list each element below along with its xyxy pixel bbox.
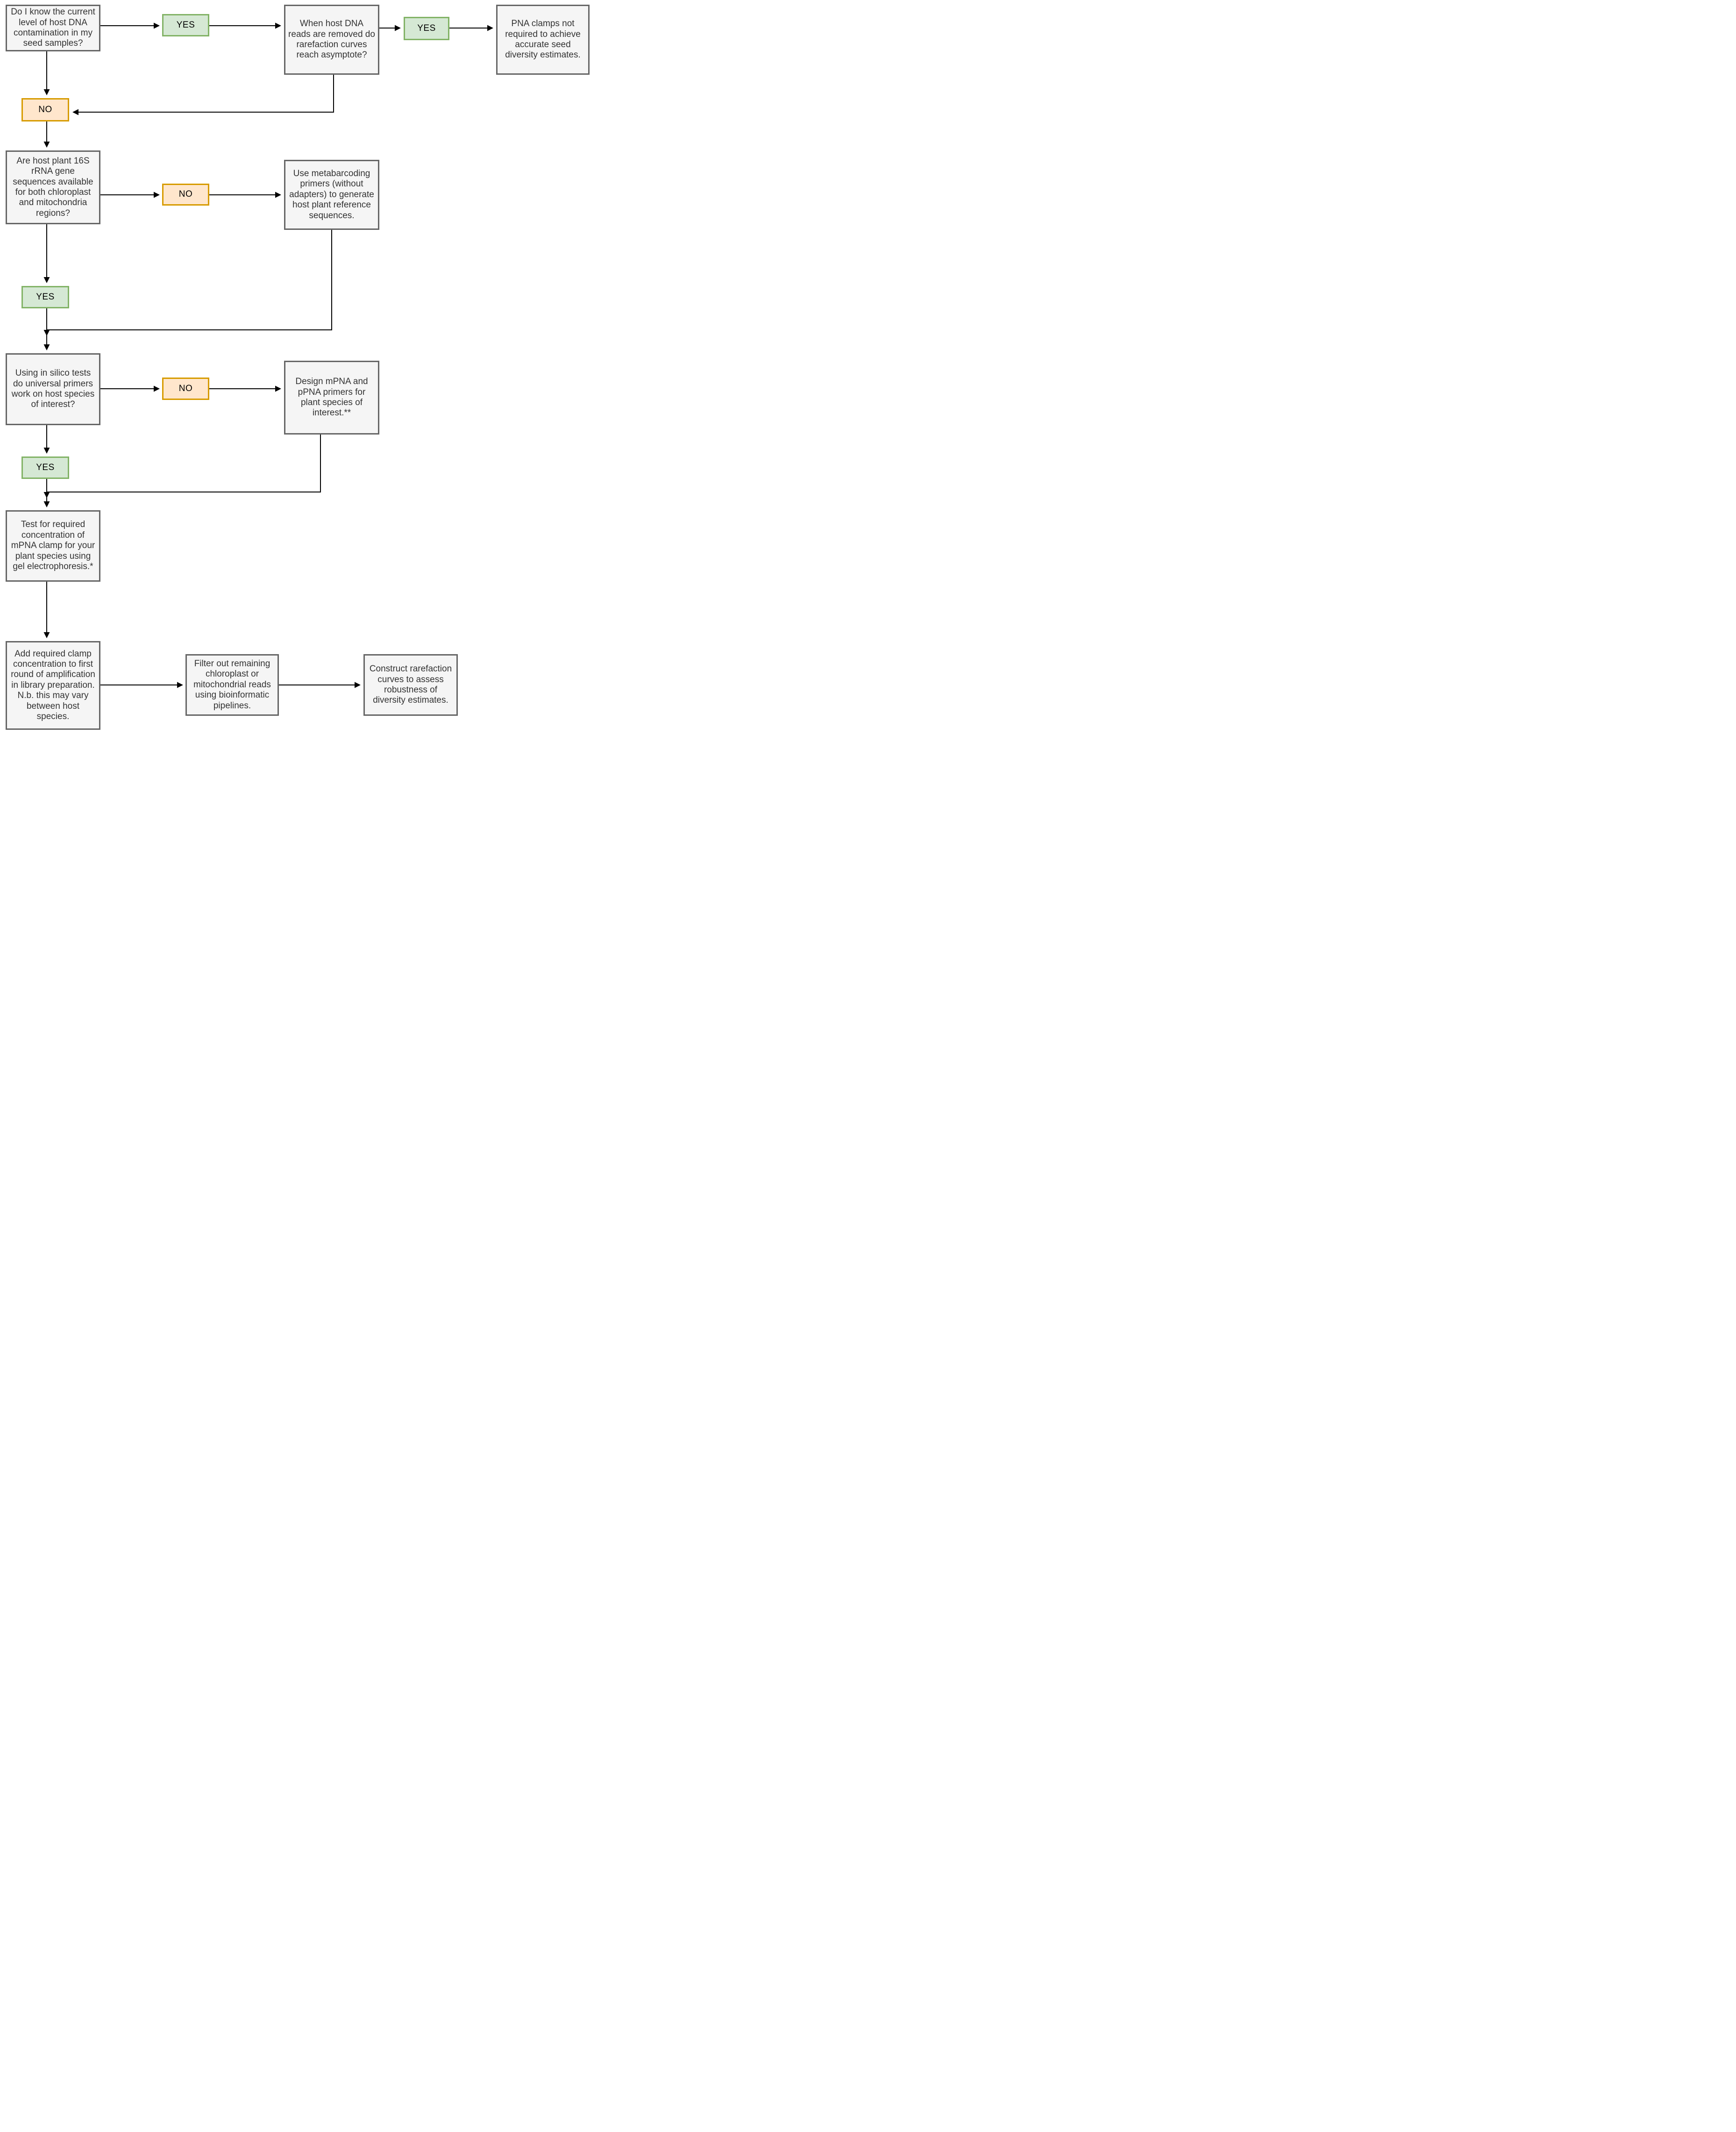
yes-chip-3: YES bbox=[21, 286, 69, 308]
node-step-metabarcoding-primers-label: Use metabarcoding primers (without adapt… bbox=[289, 168, 374, 221]
yes-chip-2: YES bbox=[404, 17, 449, 40]
node-step-add-clamp-concentration-label: Add required clamp concentration to firs… bbox=[11, 649, 95, 722]
node-step-filter-reads: Filter out remaining chloroplast or mito… bbox=[185, 654, 279, 716]
node-step-add-clamp-concentration: Add required clamp concentration to firs… bbox=[6, 641, 100, 730]
yes-chip-4: YES bbox=[21, 456, 69, 479]
yes-chip-4-label: YES bbox=[36, 462, 55, 472]
yes-chip-3-label: YES bbox=[36, 292, 55, 302]
node-step-test-clamp-concentration-label: Test for required concentration of mPNA … bbox=[11, 520, 95, 572]
node-question-16s-sequences-available: Are host plant 16S rRNA gene sequences a… bbox=[6, 150, 100, 224]
node-step-filter-reads-label: Filter out remaining chloroplast or mito… bbox=[193, 658, 271, 711]
node-outcome-pna-not-required-label: PNA clamps not required to achieve accur… bbox=[505, 19, 581, 60]
edge-metabarcoding-to-junction bbox=[43, 230, 332, 336]
node-step-design-pna-primers: Design mPNA and pPNA primers for plant s… bbox=[284, 361, 379, 435]
no-chip-2-label: NO bbox=[178, 189, 193, 200]
no-chip-1: NO bbox=[21, 98, 69, 121]
node-question-in-silico-primers: Using in silico tests do universal prime… bbox=[6, 353, 100, 425]
node-step-test-clamp-concentration: Test for required concentration of mPNA … bbox=[6, 510, 100, 582]
node-question-contamination-level: Do I know the current level of host DNA … bbox=[6, 5, 100, 51]
no-chip-3: NO bbox=[162, 378, 209, 400]
yes-chip-1-label: YES bbox=[176, 20, 195, 30]
node-question-16s-sequences-available-label: Are host plant 16S rRNA gene sequences a… bbox=[13, 156, 93, 218]
node-step-construct-rarefaction-curves: Construct rarefaction curves to assess r… bbox=[363, 654, 458, 716]
edge-design-pna-to-junction bbox=[43, 435, 321, 498]
node-step-design-pna-primers-label: Design mPNA and pPNA primers for plant s… bbox=[295, 377, 368, 418]
flowchart-canvas: Do I know the current level of host DNA … bbox=[0, 0, 598, 734]
node-outcome-pna-not-required: PNA clamps not required to achieve accur… bbox=[496, 5, 590, 75]
node-question-contamination-level-label: Do I know the current level of host DNA … bbox=[11, 7, 95, 49]
node-question-in-silico-primers-label: Using in silico tests do universal prime… bbox=[11, 368, 95, 410]
no-chip-3-label: NO bbox=[178, 383, 193, 393]
no-chip-2: NO bbox=[162, 184, 209, 206]
edge-rarefaction-to-no1 bbox=[72, 75, 334, 115]
yes-chip-1: YES bbox=[162, 14, 209, 36]
no-chip-1-label: NO bbox=[38, 104, 52, 114]
node-question-rarefaction-asymptote: When host DNA reads are removed do raref… bbox=[284, 5, 379, 75]
yes-chip-2-label: YES bbox=[417, 23, 436, 33]
node-step-construct-rarefaction-curves-label: Construct rarefaction curves to assess r… bbox=[369, 664, 452, 706]
node-step-metabarcoding-primers: Use metabarcoding primers (without adapt… bbox=[284, 160, 379, 230]
node-question-rarefaction-asymptote-label: When host DNA reads are removed do raref… bbox=[288, 19, 375, 60]
